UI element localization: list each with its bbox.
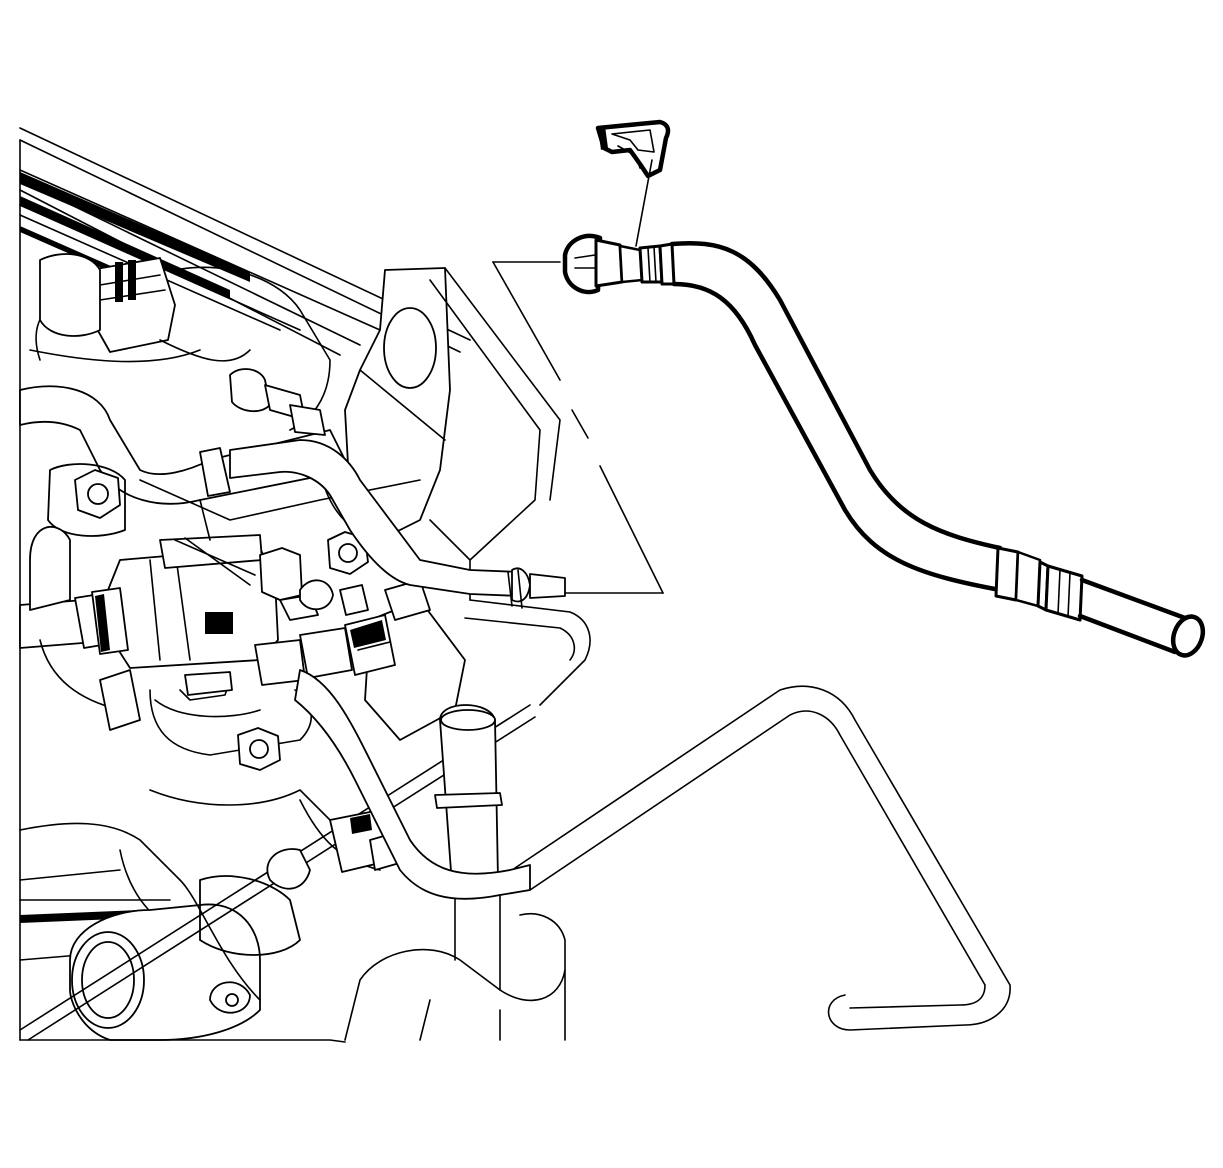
retainer-clip	[595, 119, 671, 179]
engine-assembly	[19, 127, 1011, 1043]
fuel-line	[562, 233, 1206, 658]
leader-lines	[492, 159, 664, 594]
